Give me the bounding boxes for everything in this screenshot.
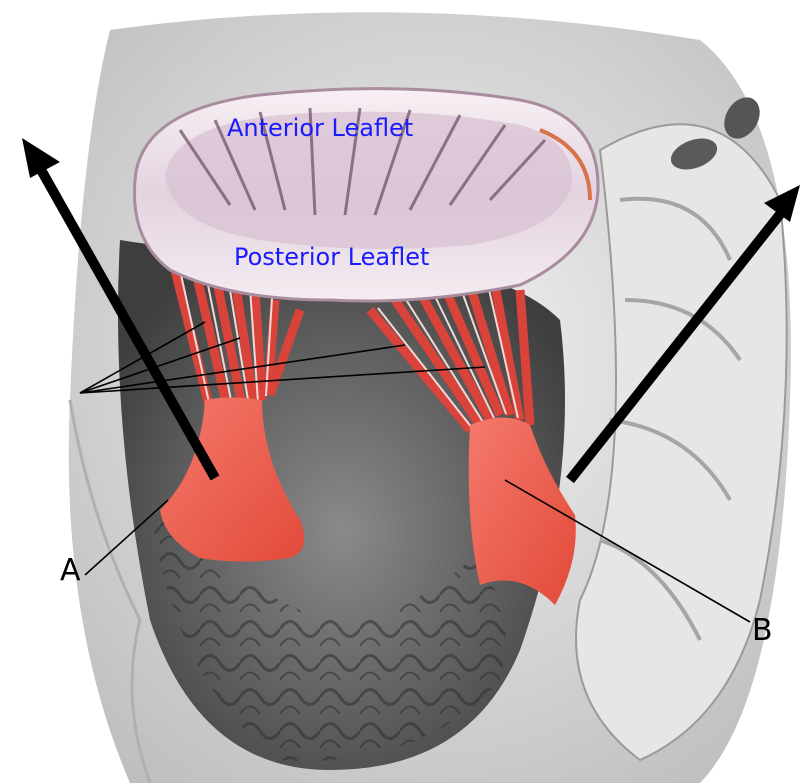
marker-b-label: B <box>752 613 773 648</box>
marker-a-label: A <box>60 553 81 588</box>
anterior-leaflet-label: Anterior Leaflet <box>227 114 413 142</box>
posterior-leaflet-label: Posterior Leaflet <box>234 243 429 271</box>
